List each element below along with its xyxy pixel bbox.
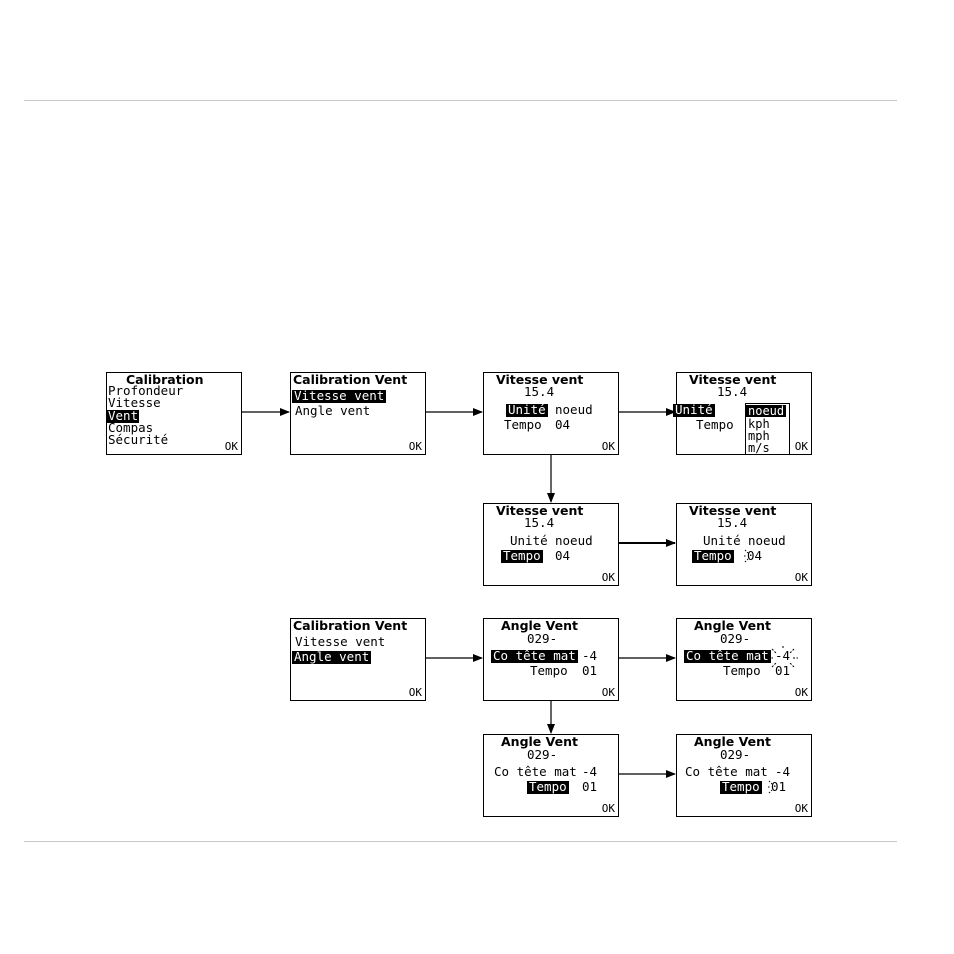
tempo-label: Tempo (696, 417, 734, 432)
blink-indicator-icon (768, 646, 798, 668)
value-readout: 029- (720, 631, 751, 646)
tempo-label-selected[interactable]: Tempo (527, 779, 569, 794)
value-readout: 15.4 (524, 384, 555, 399)
unite-value: noeud (555, 533, 593, 548)
value-readout: 029- (720, 747, 751, 762)
co-tete-mat-label-selected[interactable]: Co tête mat (684, 648, 771, 663)
value-readout: 15.4 (524, 515, 555, 530)
ok-button[interactable]: OK (224, 440, 238, 453)
screen-title: Angle Vent (694, 618, 771, 633)
value-readout: 15.4 (717, 384, 748, 399)
unit-dropdown[interactable]: noeud kph mph m/s (745, 403, 790, 455)
ok-button[interactable]: OK (601, 686, 615, 699)
menu-item-angle-vent[interactable]: Angle vent (295, 403, 371, 418)
menu-item-compas[interactable]: Compas (108, 420, 154, 435)
screen-title: Calibration (126, 372, 204, 387)
unit-option-ms[interactable]: m/s (748, 441, 770, 455)
value-readout: 15.4 (717, 515, 748, 530)
screen-title: Vitesse vent (689, 503, 777, 518)
screen-vitesse-vent-tempo: Vitesse vent 15.4 Unité noeud Tempo 04 O… (483, 503, 619, 586)
co-tete-mat-value-blinking[interactable]: -4 (775, 648, 791, 663)
tempo-label[interactable]: Tempo (530, 663, 568, 678)
top-divider (24, 100, 897, 101)
tempo-value: 04 (555, 548, 571, 563)
tempo-label[interactable]: Tempo (504, 417, 542, 432)
screen-angle-vent-co-edit: Angle Vent 029- Co tête mat -4 Tempo 01 … (676, 618, 812, 701)
bottom-divider (24, 841, 897, 842)
screen-vitesse-vent-tempo-edit: Vitesse vent 15.4 Unité noeud Tempo 04 O… (676, 503, 812, 586)
ok-button[interactable]: OK (601, 571, 615, 584)
value-readout: 029- (527, 747, 558, 762)
ok-button[interactable]: OK (794, 686, 808, 699)
co-tete-mat-value: -4 (582, 648, 598, 663)
menu-item-vitesse[interactable]: Vitesse (108, 395, 161, 410)
screen-title: Calibration Vent (293, 618, 408, 633)
screen-calibration-vent-angle: Calibration Vent Vitesse vent Angle vent… (290, 618, 426, 701)
unit-option-kph[interactable]: kph (748, 417, 770, 431)
co-tete-mat-value: -4 (775, 764, 791, 779)
menu-item-securite[interactable]: Sécurité (108, 432, 169, 447)
screen-angle-vent-tempo-edit: Angle Vent 029- Co tête mat -4 Tempo 01 … (676, 734, 812, 817)
co-tete-mat-value: -4 (582, 764, 598, 779)
screen-title: Vitesse vent (689, 372, 777, 387)
tempo-label-selected[interactable]: Tempo (720, 779, 762, 794)
menu-item-angle-vent-selected[interactable]: Angle vent (292, 649, 372, 664)
tempo-value: 04 (555, 417, 571, 432)
unite-value: noeud (748, 533, 786, 548)
screen-angle-vent-co: Angle Vent 029- Co tête mat -4 Tempo 01 … (483, 618, 619, 701)
co-tete-mat-label[interactable]: Co tête mat (494, 764, 577, 779)
screen-title: Vitesse vent (496, 503, 584, 518)
co-tete-mat-label: Co tête mat (685, 764, 768, 779)
ok-button[interactable]: OK (601, 802, 615, 815)
menu-item-vitesse-vent-selected[interactable]: Vitesse vent (292, 388, 387, 403)
tempo-value-blinking[interactable]: 01 (771, 779, 787, 794)
ok-button[interactable]: OK (408, 440, 422, 453)
tempo-value: 01 (775, 663, 791, 678)
screen-calibration: Calibration Profondeur Vitesse Vent Comp… (106, 372, 242, 455)
unit-option-noeud-selected[interactable]: noeud (746, 404, 787, 418)
co-tete-mat-label-selected[interactable]: Co tête mat (491, 648, 578, 663)
ok-button[interactable]: OK (601, 440, 615, 453)
ok-button[interactable]: OK (794, 802, 808, 815)
screen-calibration-vent: Calibration Vent Vitesse vent Angle vent… (290, 372, 426, 455)
tempo-label: Tempo (723, 663, 761, 678)
unit-option-mph[interactable]: mph (748, 429, 770, 443)
menu-item-profondeur[interactable]: Profondeur (108, 383, 184, 398)
unite-label-selected[interactable]: Unité (673, 402, 715, 417)
ok-button[interactable]: OK (408, 686, 422, 699)
tempo-value-blinking[interactable]: 04 (747, 548, 763, 563)
screen-title: Calibration Vent (293, 372, 408, 387)
screen-title: Angle Vent (501, 618, 578, 633)
unite-label[interactable]: Unité (510, 533, 548, 548)
blink-indicator-icon (744, 549, 749, 563)
tempo-label-selected[interactable]: Tempo (501, 548, 543, 563)
unite-label-selected[interactable]: Unité (506, 402, 548, 417)
screen-vitesse-vent-unite: Vitesse vent 15.4 Unité noeud Tempo 04 O… (483, 372, 619, 455)
screen-title: Angle Vent (694, 734, 771, 749)
menu-item-vitesse-vent[interactable]: Vitesse vent (295, 634, 386, 649)
tempo-value: 01 (582, 663, 598, 678)
blink-indicator-icon (768, 780, 773, 794)
screen-title: Vitesse vent (496, 372, 584, 387)
screen-title: Angle Vent (501, 734, 578, 749)
unite-label: Unité (703, 533, 741, 548)
ok-button[interactable]: OK (794, 440, 808, 453)
tempo-value: 01 (582, 779, 598, 794)
screen-vitesse-vent-unit-menu: Vitesse vent 15.4 Unité Tempo noeud kph … (673, 372, 812, 455)
ok-button[interactable]: OK (794, 571, 808, 584)
menu-item-vent-selected[interactable]: Vent (107, 408, 140, 423)
unite-value: noeud (555, 402, 593, 417)
tempo-label-selected[interactable]: Tempo (692, 548, 734, 563)
screen-angle-vent-tempo: Angle Vent 029- Co tête mat -4 Tempo 01 … (483, 734, 619, 817)
value-readout: 029- (527, 631, 558, 646)
